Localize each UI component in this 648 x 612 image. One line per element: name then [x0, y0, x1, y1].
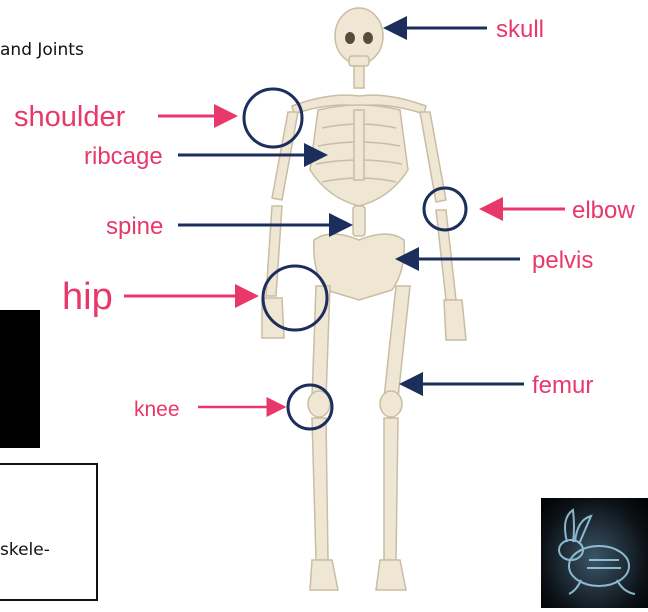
- label-ribcage: ribcage: [84, 143, 163, 170]
- label-knee: knee: [134, 398, 180, 421]
- label-elbow: elbow: [572, 197, 635, 224]
- label-femur: femur: [532, 372, 593, 399]
- label-hip: hip: [62, 276, 113, 318]
- label-spine: spine: [106, 213, 163, 240]
- label-pelvis: pelvis: [532, 247, 593, 274]
- label-skull: skull: [496, 16, 544, 43]
- label-shoulder: shoulder: [14, 101, 126, 133]
